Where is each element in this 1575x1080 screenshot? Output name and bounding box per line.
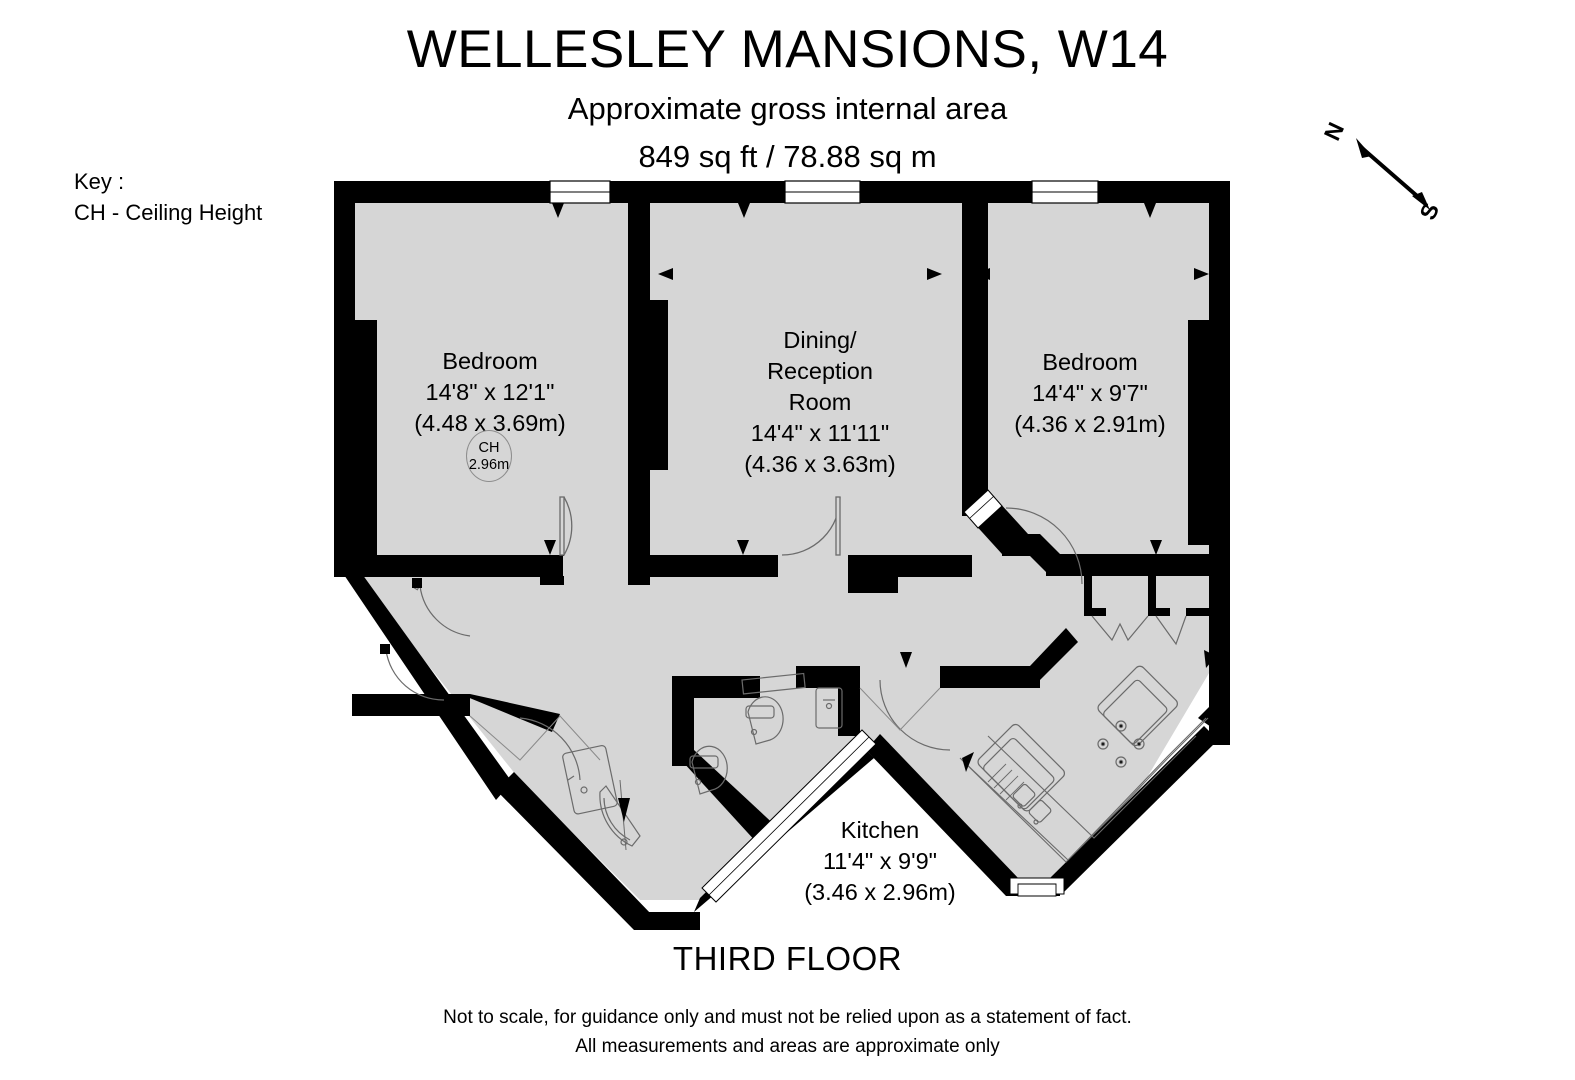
room-label-bedroom-1: Bedroom 14'8" x 12'1" (4.48 x 3.69m) [370,346,610,439]
door-swing-entry [385,649,445,701]
plan-subtitle: Approximate gross internal area [567,90,1008,126]
door-leaves-upper [559,496,841,556]
cupboards [1084,576,1210,646]
wc-toilet-icon-2 [745,696,784,745]
floor-area-fill [352,196,1218,900]
room-name: Bedroom [1042,349,1138,375]
room-name-line-2: Reception [767,358,873,385]
room-name: Bedroom [442,348,538,374]
wc-basin-icon [815,687,843,729]
room-dimensions-metric: (4.36 x 3.63m) [744,451,896,478]
cupboard-right-doors [1155,615,1187,646]
page-title: WELLESLEY MANSIONS, W14 [406,20,1169,79]
dimension-arrow-markers [340,203,1216,772]
windows [549,180,1099,204]
key-legend: Key : CH - Ceiling Height [74,166,262,228]
wash-basin-icon [562,744,618,815]
plan-header: WELLESLEY MANSIONS, W14 Approximate gros… [0,0,1575,174]
door-swing-bedroom-2 [1005,507,1083,585]
door-swing-hall-a [419,585,471,637]
room-dimensions-imperial: 14'8" x 12'1" [425,379,555,406]
cupboard-left-doors [1091,615,1149,642]
room-label-dining-reception: Dining/ Reception Room 14'4" x 11'11" (4… [700,325,940,480]
ceiling-height-value: 2.96m [468,457,510,474]
bathroom-fixtures [562,744,641,851]
shower-tray-icon [599,779,641,851]
room-name-line-1: Dining/ [783,327,857,353]
room-label-bedroom-2: Bedroom 14'4" x 9'7" (4.36 x 2.91m) [970,347,1210,440]
room-name: Kitchen [840,817,920,843]
hob-four-ring-icon [1097,665,1178,768]
internal-walls-hall [352,490,1212,844]
internal-walls-upper [334,196,988,593]
wc-fixtures [689,672,843,795]
wc-shelf [741,672,806,695]
door-jambs [380,578,422,654]
room-dimensions-metric: (3.46 x 2.96m) [804,879,956,906]
door-swing-bedroom-1 [563,496,573,556]
door-swing-bathroom [519,717,581,781]
outer-walls [334,181,1230,666]
hall-ceiling-outline [469,687,941,761]
room-dimensions-imperial: 11'4" x 9'9" [822,848,938,875]
kitchen-sink-with-drainer-icon [977,723,1066,825]
room-dimensions-imperial: 14'4" x 11'11" [750,420,890,447]
ceiling-height-badge: CH 2.96m [466,430,512,482]
disclaimer: Not to scale, for guidance only and must… [0,1003,1575,1062]
disclaimer-line-2: All measurements and areas are approxima… [575,1036,1000,1058]
windows-diagonal [701,489,1065,903]
compass-arrow-icon [1356,138,1430,210]
disclaimer-line-1: Not to scale, for guidance only and must… [443,1007,1132,1028]
floor-label: THIRD FLOOR [672,940,903,977]
room-name-line-3: Room [788,389,852,416]
kitchen-fixtures [959,665,1209,863]
key-heading: Key : [74,169,125,194]
key-entry-ceiling-height: CH - Ceiling Height [74,200,263,226]
room-dimensions-metric: (4.36 x 2.91m) [1014,411,1166,438]
room-label-kitchen: Kitchen 11'4" x 9'9" (3.46 x 2.96m) [760,815,1000,908]
ceiling-height-key: CH [478,440,500,456]
compass-rose: N S [1319,112,1460,232]
wc-toilet-icon-1 [689,745,728,795]
room-dimensions-imperial: 14'4" x 9'7" [1032,380,1148,407]
gross-internal-area: 849 sq ft / 78.88 sq m [638,138,937,174]
